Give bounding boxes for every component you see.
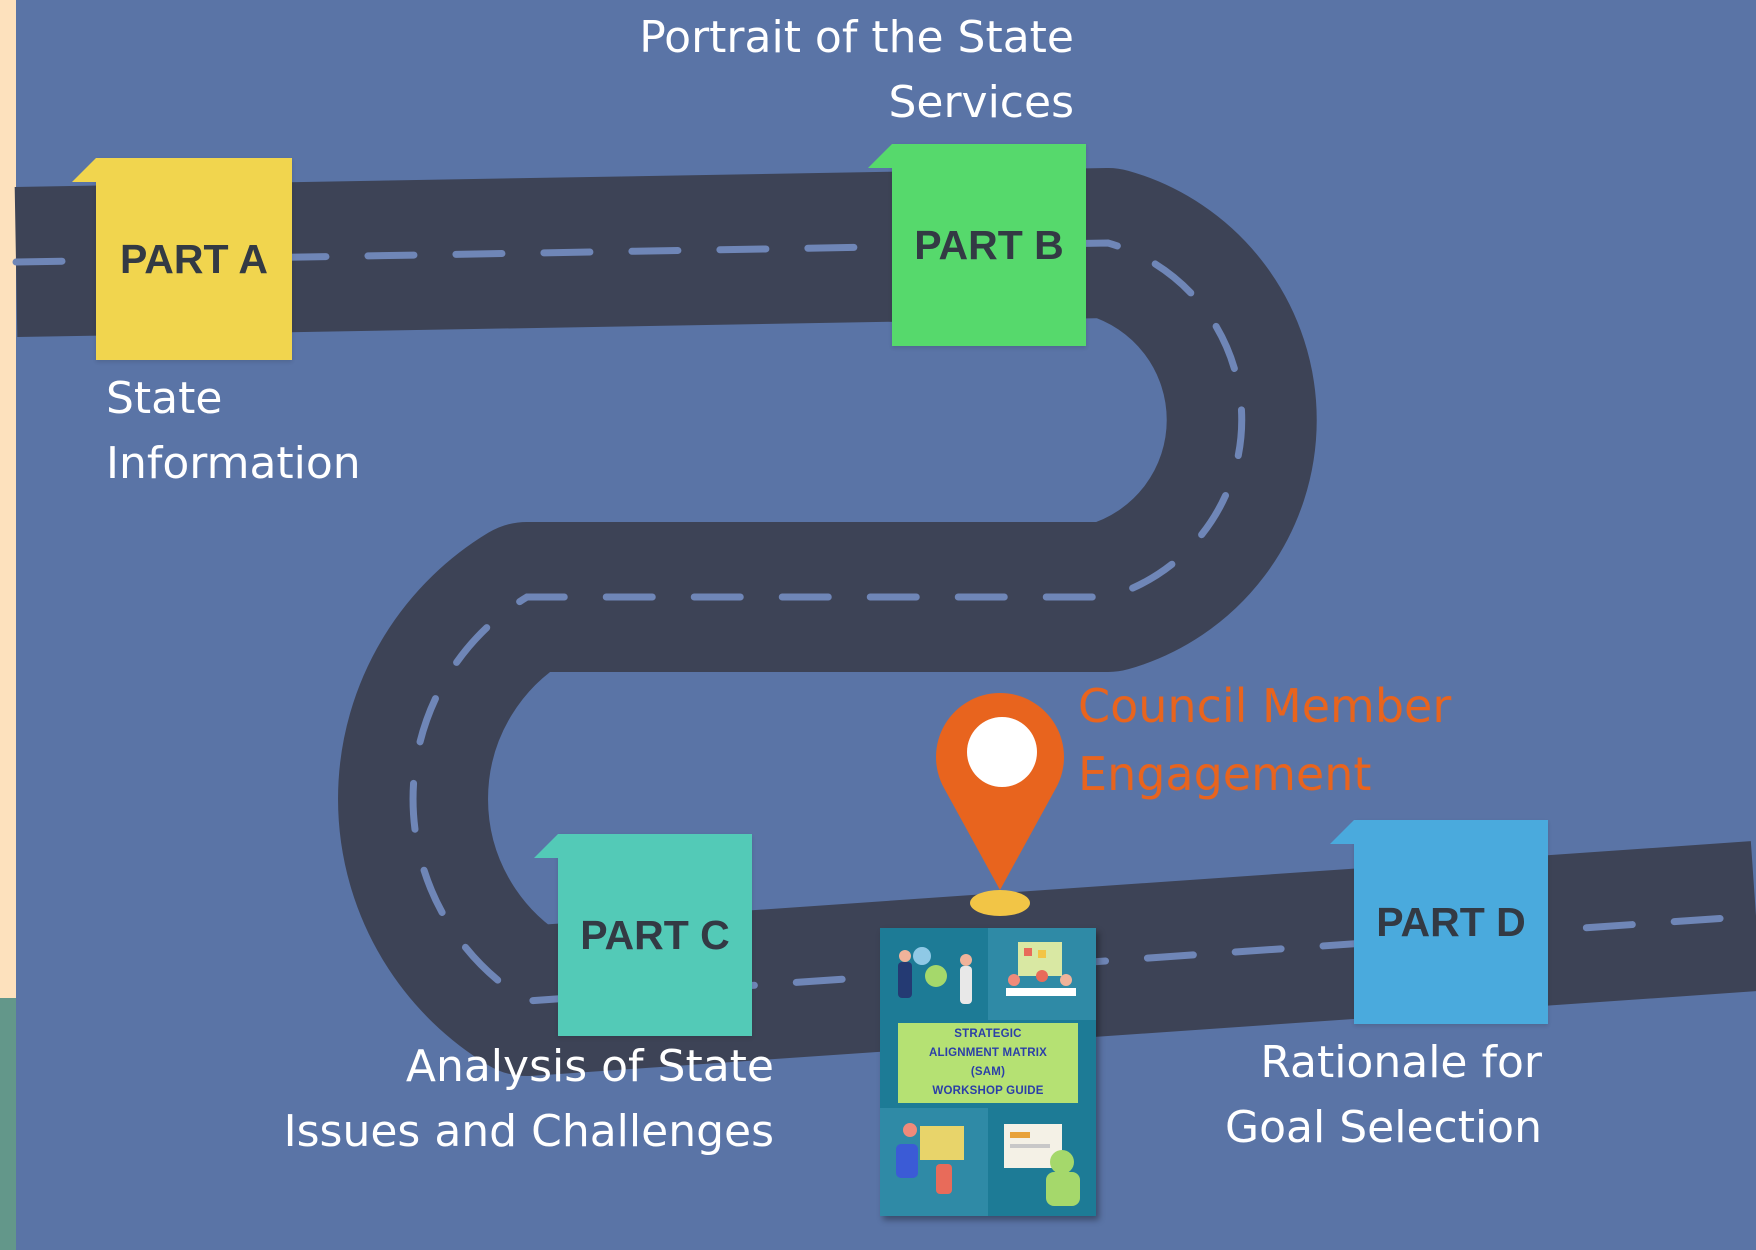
part-c-sticky-note: PART C [534,834,752,1036]
part-a-description-line-1: State [106,373,223,424]
guide-title-line-2: ALIGNMENT MATRIX [929,1047,1047,1059]
part-a-label: PART A [119,235,269,282]
part-c-label: PART C [580,911,730,958]
part-c-description: Analysis of State Issues and Challenges [230,1034,774,1164]
part-b-description: Portrait of the State Services [604,5,1074,135]
part-b-label: PART B [914,221,1064,268]
left-edge-green-strip [0,998,16,1250]
part-d-label: PART D [1376,898,1526,945]
guide-title-line-3: (SAM) [970,1066,1006,1078]
workshop-guide-cover: STRATEGIC ALIGNMENT MATRIX (SAM) WORKSHO… [880,928,1096,1216]
road-center-dashes [12,239,1756,1005]
guide-title-box: STRATEGIC ALIGNMENT MATRIX (SAM) WORKSHO… [898,1023,1078,1103]
council-member-engagement-label: Council Member Engagement [1078,672,1451,808]
part-a-sticky-note: PART A [72,158,292,360]
part-a-description: State Information [106,366,361,496]
part-d-description: Rationale for Goal Selection [1180,1030,1542,1160]
guide-cover-illustrations [880,928,1096,1216]
part-c-description-line-2: Issues and Challenges [283,1106,774,1157]
part-d-description-line-2: Goal Selection [1225,1102,1542,1153]
marker-label-line-2: Engagement [1078,747,1372,801]
part-c-description-line-1: Analysis of State [405,1041,774,1092]
location-pin-icon [936,693,1064,916]
guide-title-line-4: WORKSHOP GUIDE [932,1085,1044,1097]
part-d-description-line-1: Rationale for [1260,1037,1542,1088]
part-b-description-line-1: Portrait of the State [639,12,1074,63]
part-a-description-line-2: Information [106,438,361,489]
left-edge-beige-strip [0,0,16,998]
guide-title-line-1: STRATEGIC [954,1028,1022,1040]
marker-label-line-1: Council Member [1078,679,1452,733]
part-b-sticky-note: PART B [868,144,1086,346]
part-b-description-line-2: Services [888,77,1074,128]
part-d-sticky-note: PART D [1330,820,1548,1024]
